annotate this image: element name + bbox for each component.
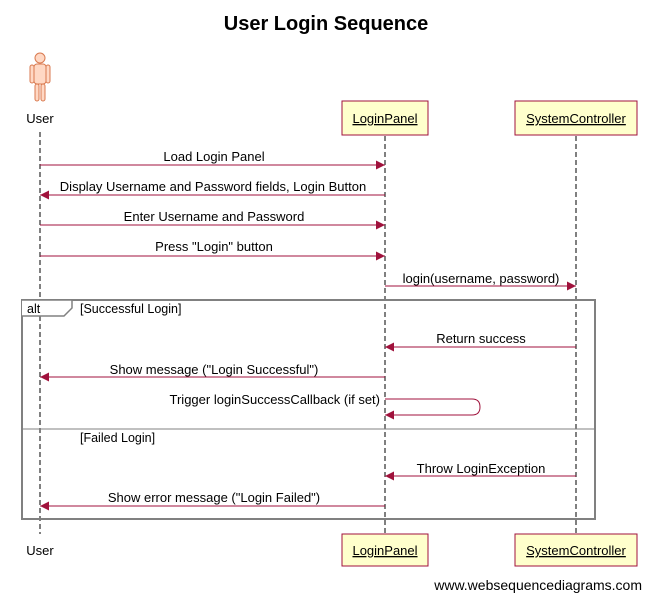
message-label: Show error message ("Login Failed") <box>108 490 320 505</box>
participant-label-systemcontroller-bottom: SystemController <box>526 543 626 558</box>
alt-fragment-frame <box>21 299 596 520</box>
alt-fragment-tab <box>22 299 73 317</box>
participant-label-user-top: User <box>26 111 54 126</box>
fragment-guard-failed: [Failed Login] <box>80 431 155 445</box>
participant-box-systemcontroller-bottom <box>514 533 638 567</box>
message-label: Load Login Panel <box>163 149 264 164</box>
watermark-text: www.websequencediagrams.com <box>433 577 642 593</box>
message-label: Enter Username and Password <box>124 209 305 224</box>
diagram-title: User Login Sequence <box>224 13 429 35</box>
participant-box-systemcontroller-top <box>514 100 638 136</box>
message-label: login(username, password) <box>403 271 560 286</box>
message-label: Display Username and Password fields, Lo… <box>60 179 366 194</box>
participant-label-loginpanel-top: LoginPanel <box>352 111 417 126</box>
message-label: Show message ("Login Successful") <box>110 362 319 377</box>
participant-label-user-bottom: User <box>26 543 54 558</box>
message-label: Throw LoginException <box>417 461 546 476</box>
participant-label-systemcontroller-top: SystemController <box>526 111 626 126</box>
fragment-operator: alt <box>27 302 41 316</box>
user-actor-icon <box>29 52 51 102</box>
fragment-guard-success: [Successful Login] <box>80 302 181 316</box>
participant-box-loginpanel-bottom <box>341 533 429 567</box>
self-message-arrow <box>385 398 481 420</box>
message-label: Press "Login" button <box>155 239 273 254</box>
message-label: Return success <box>436 331 526 346</box>
participant-label-loginpanel-bottom: LoginPanel <box>352 543 417 558</box>
participant-box-loginpanel-top <box>341 100 429 136</box>
message-label: Trigger loginSuccessCallback (if set) <box>170 392 380 407</box>
